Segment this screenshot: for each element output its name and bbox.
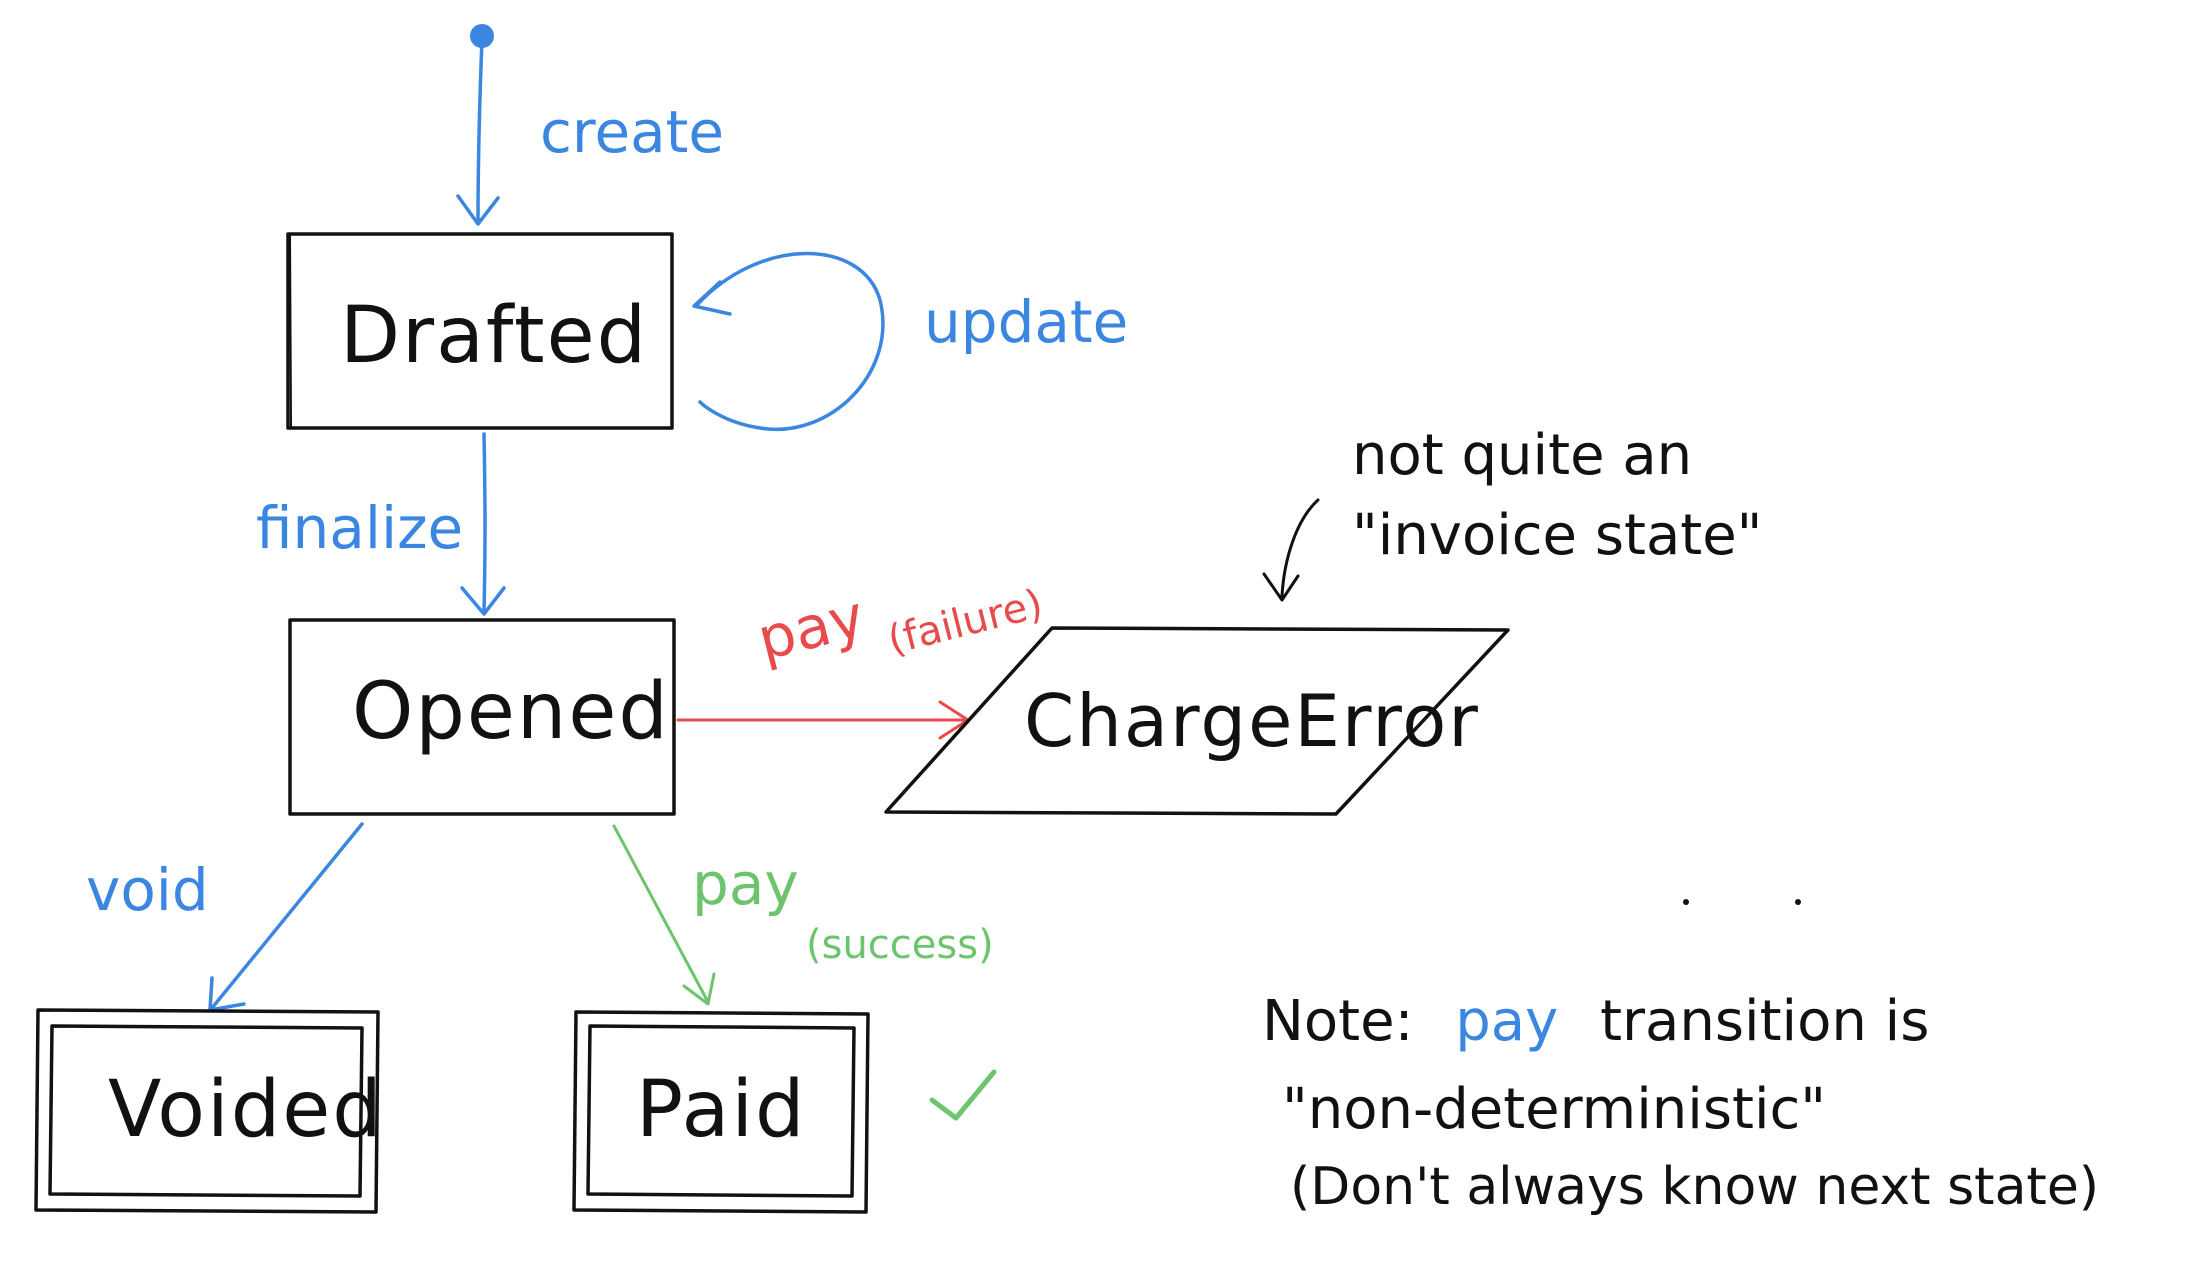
pay-failure-label: pay bbox=[751, 582, 871, 674]
drafted-state: Drafted bbox=[286, 232, 674, 430]
opened-state-label: Opened bbox=[352, 667, 670, 757]
check-icon bbox=[929, 1069, 997, 1121]
charge-error-node: ChargeError bbox=[884, 626, 1510, 816]
note-line-3: (Don't always know next state) bbox=[1290, 1157, 2099, 1217]
voided-state-label: Voided bbox=[108, 1065, 384, 1155]
opened-state: Opened bbox=[288, 618, 676, 816]
charge-error-label: ChargeError bbox=[1024, 679, 1480, 763]
finalize-arrow bbox=[460, 432, 506, 616]
note-line1-rest: transition is bbox=[1600, 989, 1929, 1054]
charge-error-note-line1: not quite an bbox=[1352, 423, 1692, 488]
drafted-state-label: Drafted bbox=[340, 291, 648, 381]
note-pay-highlight: pay bbox=[1455, 989, 1558, 1054]
note-line-1: Note: pay transition is bbox=[1262, 989, 1929, 1054]
failure-qualifier-label: (failure) bbox=[883, 581, 1047, 664]
pay-failure-arrow bbox=[676, 700, 970, 740]
finalize-label: finalize bbox=[256, 494, 463, 562]
success-qualifier-label: (success) bbox=[806, 922, 994, 968]
annotation-arrow bbox=[1262, 498, 1320, 602]
create-label: create bbox=[540, 98, 724, 166]
initial-state-dot bbox=[470, 24, 494, 48]
update-label: update bbox=[924, 288, 1128, 356]
voided-state: Voided bbox=[34, 1008, 384, 1214]
note-line-2: "non-deterministic" bbox=[1282, 1077, 1826, 1142]
pay-success-label: pay bbox=[692, 850, 799, 918]
stray-dot bbox=[1683, 899, 1689, 905]
paid-state: Paid bbox=[572, 1010, 870, 1214]
void-label: void bbox=[86, 856, 209, 924]
create-arrow bbox=[456, 38, 500, 226]
pay-success-arrow bbox=[612, 824, 716, 1006]
stray-dot bbox=[1795, 899, 1801, 905]
note-prefix: Note: bbox=[1262, 989, 1413, 1054]
void-arrow bbox=[208, 822, 364, 1012]
update-self-loop bbox=[692, 251, 885, 432]
charge-error-note-line2: "invoice state" bbox=[1352, 503, 1762, 568]
note-block: Note: pay transition is "non-determinist… bbox=[1262, 989, 2099, 1217]
paid-state-label: Paid bbox=[636, 1065, 807, 1155]
